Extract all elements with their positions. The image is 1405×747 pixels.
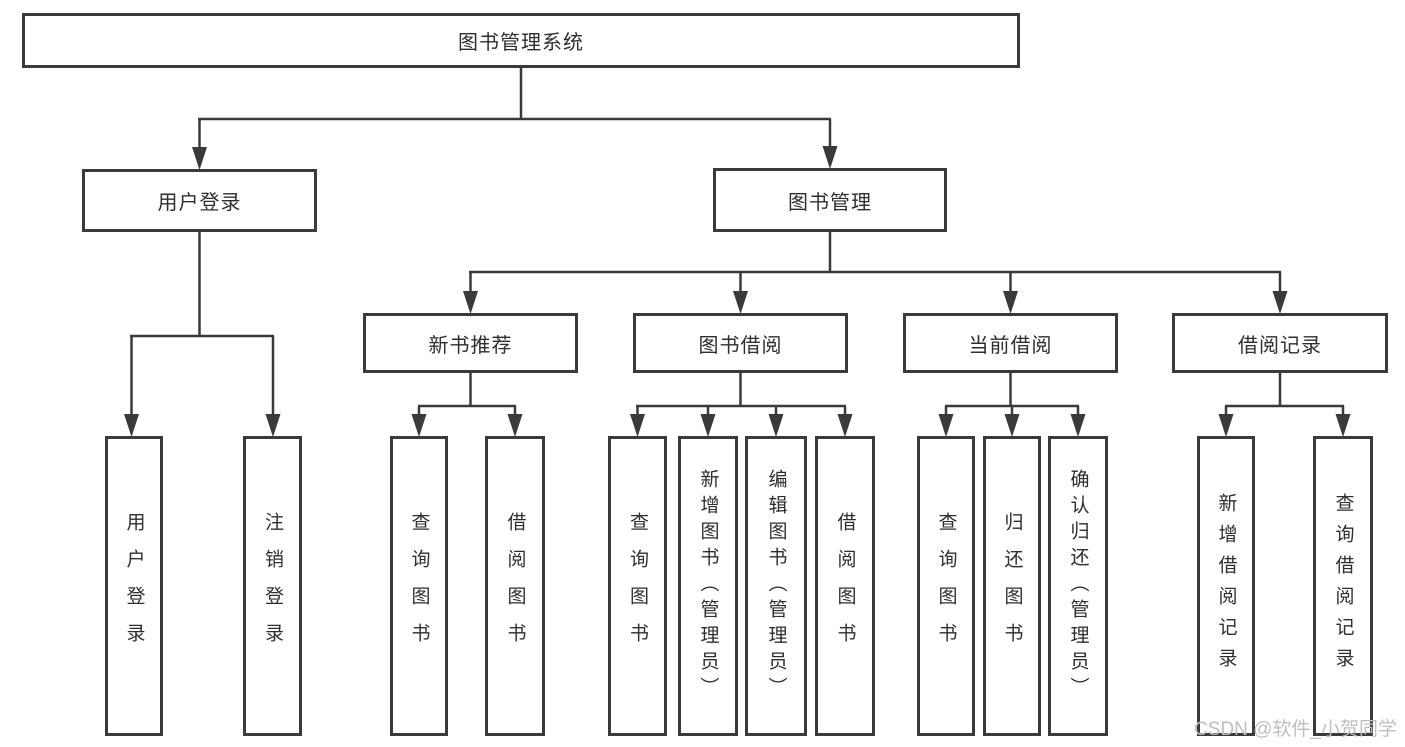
leaf-borrow-books-recommend: 借阅图书 [485,436,545,736]
leaf-borrow-books-borrowing: 借阅图书 [815,436,875,736]
node-label: 用户登录 [123,512,145,660]
node-book-borrowing: 图书借阅 [633,313,848,373]
node-label: 查询借阅记录 [1332,493,1354,679]
leaf-user-login: 用户登录 [105,436,163,736]
node-borrowing-records: 借阅记录 [1172,313,1388,373]
node-label: 注销登录 [262,512,283,660]
node-label: 查询图书 [408,512,430,660]
node-label: 借阅记录 [1238,334,1322,357]
leaf-add-borrow-record: 新增借阅记录 [1197,436,1255,736]
leaf-add-book-admin: 新增图书（管理员） [678,436,738,736]
leaf-confirm-return-admin: 确认归还（管理员） [1048,436,1108,736]
node-label: 查询图书 [935,512,957,660]
node-label: 编辑图书（管理员） [765,469,787,703]
leaf-edit-book-admin: 编辑图书（管理员） [745,436,807,736]
node-label: 图书管理 [788,191,872,214]
node-label: 确认归还（管理员） [1067,469,1089,703]
node-current-borrowing: 当前借阅 [903,313,1118,373]
watermark: CSDN @软件_小贺同学 [1194,719,1397,740]
leaf-query-books-borrowing: 查询图书 [608,436,667,736]
leaf-return-books: 归还图书 [983,436,1041,736]
leaf-query-books-recommend: 查询图书 [390,436,448,736]
node-label: 图书借阅 [698,334,783,357]
node-new-book-recommendation: 新书推荐 [363,313,578,373]
node-label: 借阅图书 [834,512,856,660]
node-label: 新增图书（管理员） [697,469,719,703]
leaf-query-books-current: 查询图书 [917,436,975,736]
leaf-logout: 注销登录 [243,436,302,736]
node-label: 借阅图书 [504,512,526,660]
leaf-query-borrow-record: 查询借阅记录 [1313,436,1373,736]
node-label: 当前借阅 [968,334,1053,357]
node-label: 新书推荐 [428,334,513,357]
node-label: 用户登录 [157,192,242,214]
node-book-management: 图书管理 [713,168,947,232]
node-label: 查询图书 [627,512,648,660]
node-user-login: 用户登录 [82,169,317,232]
node-label: 图书管理系统 [458,32,584,54]
node-label: 归还图书 [1001,512,1023,660]
node-label: 新增借阅记录 [1215,493,1237,679]
node-library-system: 图书管理系统 [22,13,1020,68]
